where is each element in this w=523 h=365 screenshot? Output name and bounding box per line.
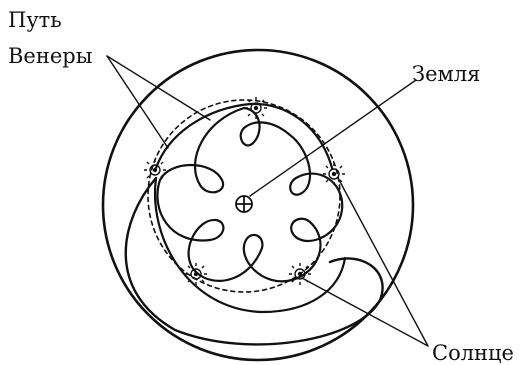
sun-icon: [323, 163, 345, 185]
earth-label: Земля: [412, 64, 480, 85]
sun-label: Солнце: [432, 343, 514, 364]
venus-path-label-line2: Венеры: [8, 46, 92, 67]
circled-plus-icon: [236, 196, 252, 212]
venus-path-pointer-1: [107, 56, 168, 148]
venus-path-pointer-2: [107, 56, 210, 120]
venus-path-label-line1: Путь: [8, 10, 62, 31]
sun-pointer-1: [338, 178, 428, 346]
sun-icon: [289, 263, 311, 285]
venus-top-arc: [156, 104, 332, 168]
